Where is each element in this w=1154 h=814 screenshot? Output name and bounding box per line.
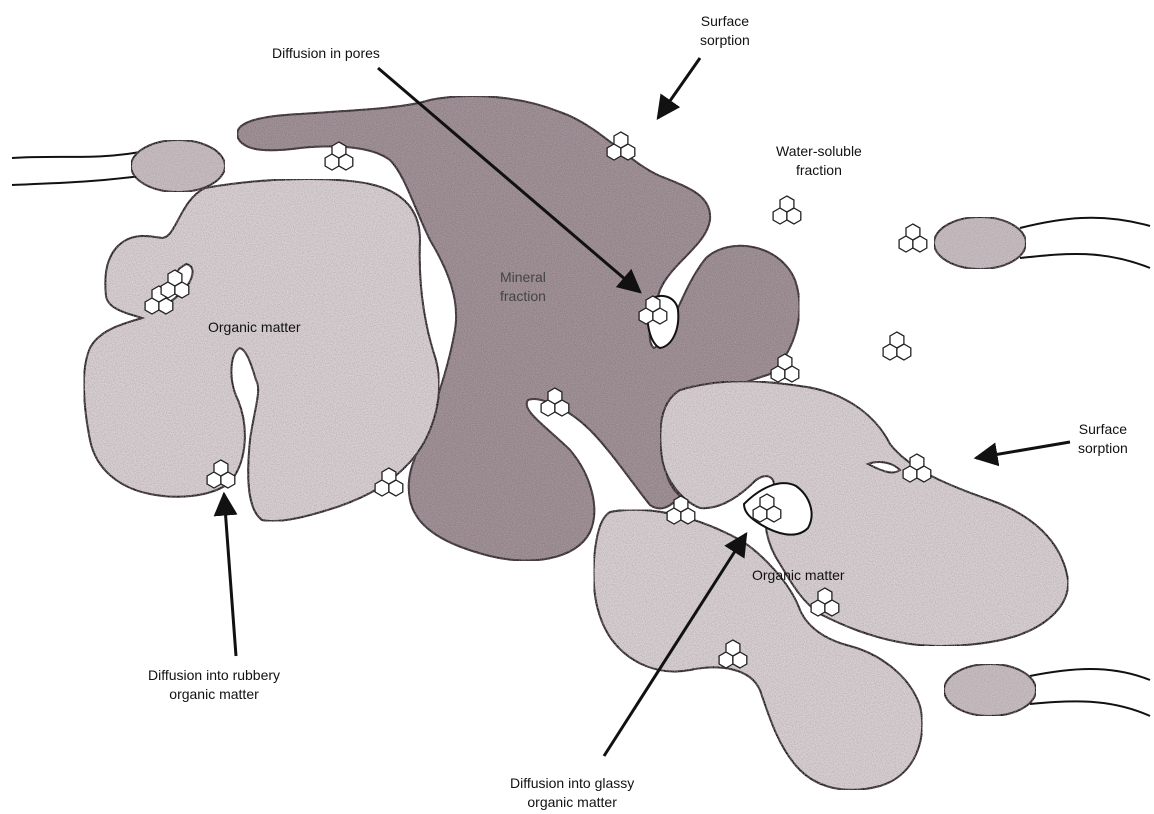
arrow-diffusion-rubbery — [224, 494, 236, 656]
label-organic-matter-right: Organic matter — [752, 566, 845, 585]
label-rubbery-line2: organic matter — [148, 685, 280, 704]
label-water-soluble-line2: fraction — [776, 161, 862, 180]
label-surface-sorption-top-line1: Surface — [700, 12, 750, 31]
label-mineral-line1: Mineral — [500, 268, 546, 287]
strand-top-left — [12, 152, 140, 185]
arrow-surface-sorption-right — [976, 442, 1070, 458]
label-surface-sorption-top-line2: sorption — [700, 31, 750, 50]
strand-right-top — [1020, 218, 1150, 268]
pah-icon — [607, 132, 635, 160]
particle-top-left — [131, 140, 225, 192]
arrow-surface-sorption-top — [658, 58, 700, 118]
particle-right-bottom — [944, 664, 1036, 716]
label-mineral-fraction: Mineral fraction — [500, 268, 546, 306]
label-diffusion-in-pores: Diffusion in pores — [272, 44, 380, 63]
pah-icon — [883, 332, 911, 360]
strand-right-bottom — [1030, 669, 1150, 716]
label-surface-sorption-top: Surface sorption — [700, 12, 750, 50]
particle-right-top — [934, 217, 1026, 269]
label-organic-matter-left: Organic matter — [208, 318, 301, 337]
label-rubbery-line1: Diffusion into rubbery — [148, 666, 280, 685]
label-surface-sorption-right-line2: sorption — [1078, 439, 1128, 458]
label-diffusion-rubbery: Diffusion into rubbery organic matter — [148, 666, 280, 704]
label-water-soluble-line1: Water-soluble — [776, 142, 862, 161]
label-glassy-line1: Diffusion into glassy — [510, 774, 634, 793]
label-surface-sorption-right: Surface sorption — [1078, 420, 1128, 458]
label-mineral-line2: fraction — [500, 287, 546, 306]
pah-icon — [773, 196, 801, 224]
pah-icon — [903, 454, 931, 482]
label-diffusion-glassy: Diffusion into glassy organic matter — [510, 774, 634, 812]
label-glassy-line2: organic matter — [510, 793, 634, 812]
label-surface-sorption-right-line1: Surface — [1078, 420, 1128, 439]
label-water-soluble-fraction: Water-soluble fraction — [776, 142, 862, 180]
pah-icon — [899, 224, 927, 252]
